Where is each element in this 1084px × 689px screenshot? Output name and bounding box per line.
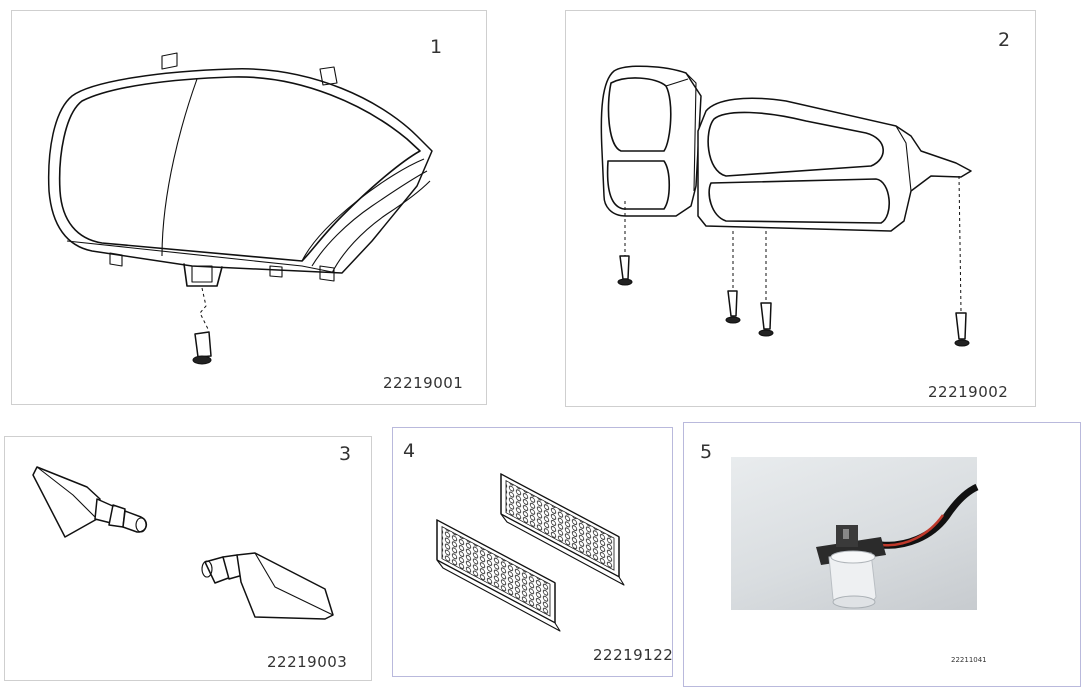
part-number: 22211041: [951, 656, 987, 664]
part-number: 22219002: [928, 383, 1009, 401]
turn-signal-pair-drawing-icon: [32, 466, 334, 620]
panel-1: 1 22219001: [11, 10, 487, 405]
part-number: 22219001: [383, 374, 464, 392]
item-number: 2: [998, 29, 1011, 51]
item-number: 4: [403, 440, 416, 462]
item-number: 3: [339, 443, 352, 465]
led-module-photo-icon: [731, 457, 979, 610]
headlight-assembly-drawing-icon: [47, 52, 433, 365]
panel-4: 4 22219122: [392, 427, 673, 677]
twin-headlight-housing-drawing-icon: [600, 65, 972, 347]
item-number: 1: [430, 36, 443, 58]
panel-5: 5 22211041: [683, 422, 1081, 687]
panel-3: 3 22219003: [4, 436, 372, 681]
panel-2: 2 22219002: [565, 10, 1036, 407]
part-number: 22219122: [593, 646, 674, 664]
item-number: 5: [700, 441, 713, 463]
reflector-pair-drawing-icon: [436, 473, 625, 632]
part-number: 22219003: [267, 653, 348, 671]
